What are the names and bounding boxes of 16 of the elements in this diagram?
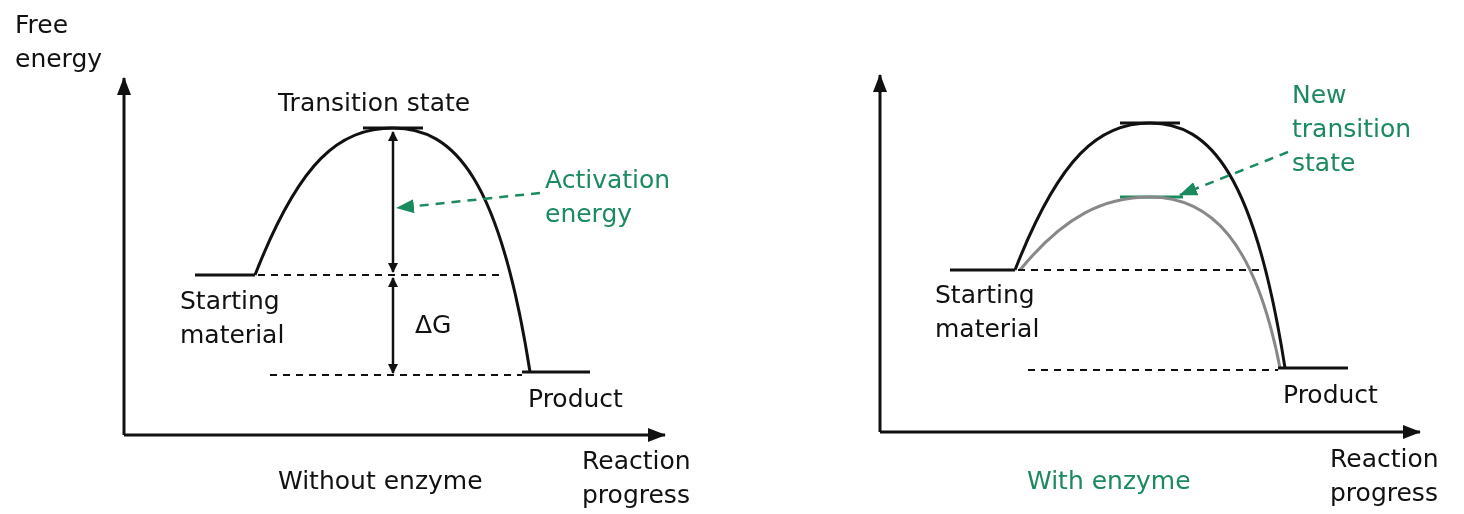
axis-label: Reaction progress xyxy=(582,445,692,511)
dimension-line xyxy=(388,131,398,273)
annotation-text: New transition state xyxy=(1292,78,1442,180)
axis-label: Reaction progress xyxy=(1330,443,1440,509)
annotation-text: Activation energy xyxy=(545,163,705,231)
panel-caption: Without enzyme xyxy=(278,465,484,497)
state-label: Transition state xyxy=(278,87,472,119)
axis-label: Free energy xyxy=(15,9,104,75)
state-label: Starting material xyxy=(935,279,1041,345)
panel-caption: With enzyme xyxy=(1027,465,1192,497)
state-label: Product xyxy=(1283,379,1379,411)
state-label: Starting material xyxy=(180,285,286,351)
state-label: Product xyxy=(528,383,624,415)
energy-label: ΔG xyxy=(415,309,453,341)
leader-arrow xyxy=(1179,150,1289,197)
leader-arrow xyxy=(396,191,541,214)
